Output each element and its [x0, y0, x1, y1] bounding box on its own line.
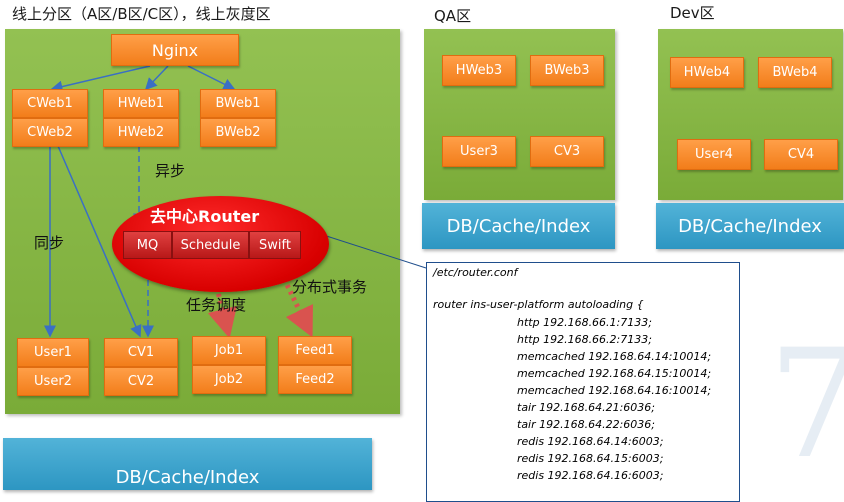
arrow-nginx-bweb — [187, 65, 236, 90]
config-line: memcached 192.168.64.14:10014; — [517, 350, 712, 363]
config-line: http 192.168.66.2:7133; — [517, 333, 652, 346]
bweb4-node: BWeb4 — [758, 57, 832, 88]
arrow-cweb-cv — [57, 145, 142, 338]
config-path: /etc/router.conf — [433, 266, 518, 279]
cv3-node: CV3 — [530, 136, 604, 167]
user3-node: User3 — [442, 136, 516, 167]
router-config-connector — [313, 231, 427, 269]
arrow-nginx-cweb — [50, 65, 151, 93]
cv4-node: CV4 — [764, 139, 838, 170]
qa-db-cache-index: DB/Cache/Index — [422, 203, 615, 249]
router-schedule-module: Schedule — [172, 231, 249, 259]
user1-node: User1 — [17, 338, 89, 367]
hweb1-node: HWeb1 — [103, 89, 179, 118]
bweb1-node: BWeb1 — [200, 89, 276, 118]
router-swift-module: Swift — [249, 231, 301, 259]
feed1-node: Feed1 — [278, 336, 352, 365]
qa-zone-title: QA区 — [434, 7, 472, 25]
nginx-node: Nginx — [111, 34, 239, 66]
bweb2-node: BWeb2 — [200, 118, 276, 147]
router-mq-module: MQ — [123, 231, 172, 259]
arrow-nginx-hweb — [144, 65, 169, 91]
job1-node: Job1 — [192, 336, 266, 365]
router-config-box: /etc/router.conf router ins-user-platfor… — [426, 262, 740, 502]
hweb3-node: HWeb3 — [442, 55, 516, 86]
prod-db-cache-index: DB/Cache/Index — [3, 438, 372, 490]
distributed-transaction-label: 分布式事务 — [292, 278, 368, 296]
config-line: redis 192.168.64.14:6003; — [517, 435, 664, 448]
dev-zone-title: Dev区 — [670, 4, 715, 22]
config-line: redis 192.168.64.16:6003; — [517, 469, 664, 482]
user4-node: User4 — [677, 139, 751, 170]
cweb1-node: CWeb1 — [12, 89, 88, 118]
prod-zone-title: 线上分区（A区/B区/C区），线上灰度区 — [12, 5, 271, 23]
user2-node: User2 — [17, 367, 89, 396]
feed2-node: Feed2 — [278, 365, 352, 394]
cweb2-node: CWeb2 — [12, 118, 88, 147]
slide-number-watermark: 7 — [768, 318, 844, 492]
bweb3-node: BWeb3 — [530, 55, 604, 86]
hweb4-node: HWeb4 — [670, 57, 744, 88]
arrow-swift-feed — [272, 258, 313, 338]
hweb2-node: HWeb2 — [103, 118, 179, 147]
cv1-node: CV1 — [104, 338, 178, 367]
config-line: memcached 192.168.64.15:10014; — [517, 367, 712, 380]
async-label: 异步 — [155, 162, 186, 180]
router-title: 去中心Router — [150, 207, 260, 226]
config-line: redis 192.168.64.15:6003; — [517, 452, 664, 465]
task-schedule-label: 任务调度 — [186, 296, 247, 314]
config-line: tair 192.168.64.21:6036; — [517, 401, 656, 414]
dev-db-cache-index: DB/Cache/Index — [656, 203, 844, 249]
config-line: http 192.168.66.1:7133; — [517, 316, 652, 329]
config-line: tair 192.168.64.22:6036; — [517, 418, 656, 431]
sync-label: 同步 — [34, 234, 65, 252]
cv2-node: CV2 — [104, 367, 178, 396]
job2-node: Job2 — [192, 365, 266, 394]
config-header: router ins-user-platform autoloading { — [433, 298, 644, 311]
config-line: memcached 192.168.64.16:10014; — [517, 384, 712, 397]
